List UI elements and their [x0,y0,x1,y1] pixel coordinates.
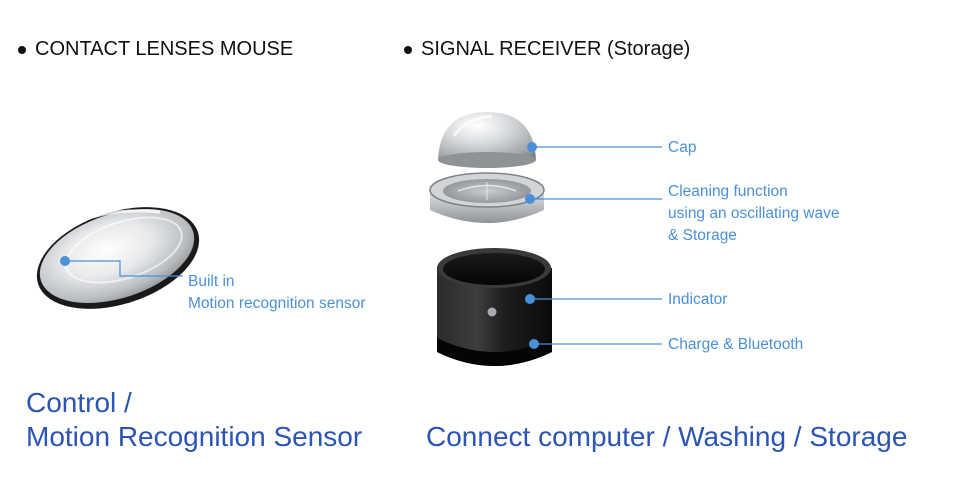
heading-right-text: SIGNAL RECEIVER (Storage) [421,38,691,60]
black-cylinder [437,248,552,366]
callout-dot-icon [525,294,535,304]
callout-lines [65,146,662,345]
cleaning-tray [429,172,545,223]
heading-signal-receiver: SIGNAL RECEIVER (Storage) [404,38,690,61]
contact-lens-device [36,207,200,309]
callout-dots [60,142,539,349]
heading-contact-lenses-mouse: CONTACT LENSES MOUSE [18,38,293,61]
callout-lens-sensor: Built in Motion recognition sensor [188,273,366,312]
callout-dot-icon [529,339,539,349]
caption-connect: Connect computer / Washing / Storage [426,421,908,452]
callout-dot-icon [60,256,70,266]
callout-dot-icon [527,142,537,152]
cap-dome [438,112,536,168]
callout-indicator: Indicator [668,291,728,308]
callout-charge: Charge & Bluetooth [668,336,804,353]
callout-cap: Cap [668,139,697,156]
heading-left-text: CONTACT LENSES MOUSE [35,38,294,60]
callout-dot-icon [525,194,535,204]
indicator-led-icon [487,307,497,317]
callout-cleaning: Cleaning function using an oscillating w… [668,183,840,244]
bullet-icon [404,45,412,54]
caption-control: Control / Motion Recognition Sensor [26,387,363,452]
bullet-icon [18,45,26,54]
